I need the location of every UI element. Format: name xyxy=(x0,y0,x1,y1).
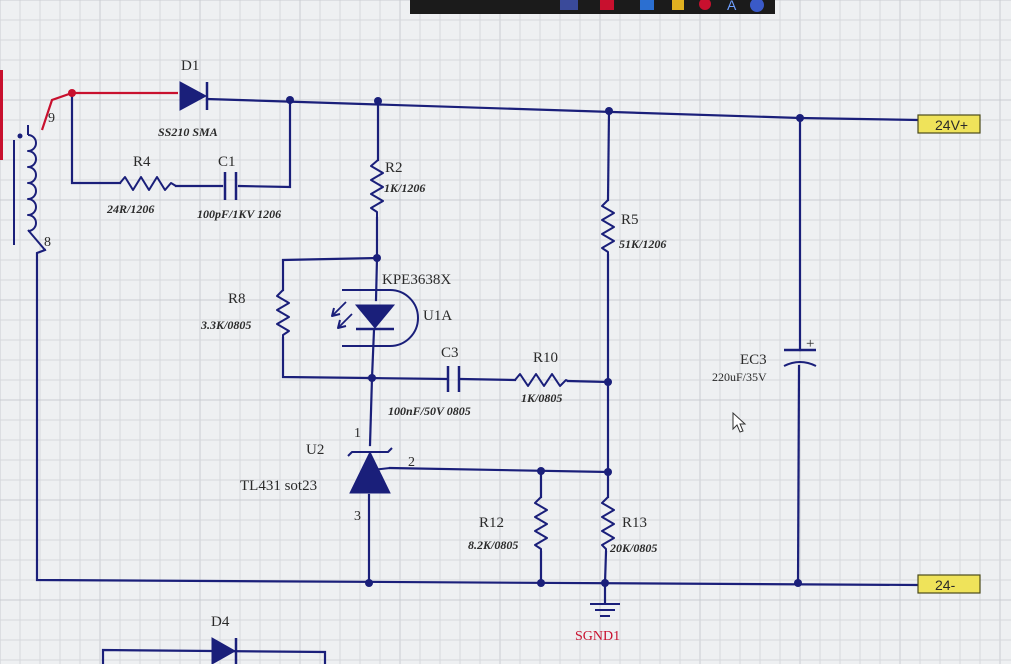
ec3-value: 220uF/35V xyxy=(712,370,767,384)
junction-dot xyxy=(537,467,545,475)
transformer-winding[interactable]: 9 8 xyxy=(13,111,55,251)
resistor-r5[interactable]: R5 51K/1206 xyxy=(601,199,666,255)
junction-dot xyxy=(365,579,373,587)
u2-ref: U2 xyxy=(306,442,324,458)
tool-icon[interactable] xyxy=(699,0,711,10)
junction-dot xyxy=(374,97,382,105)
r10-value: 1K/0805 xyxy=(521,391,562,405)
u2-pin-1: 1 xyxy=(354,426,361,441)
c1-value: 100pF/1KV 1206 xyxy=(197,207,281,221)
mouse-cursor-icon xyxy=(732,411,747,433)
junction-dot xyxy=(796,114,804,122)
r13-value: 20K/0805 xyxy=(609,541,657,555)
r8-ref: R8 xyxy=(228,291,246,307)
resistor-r10[interactable]: R10 1K/0805 xyxy=(514,350,569,405)
r2-value: 1K/1206 xyxy=(384,181,425,195)
resistor-r12[interactable]: R12 8.2K/0805 xyxy=(468,496,548,552)
shunt-regulator-u2[interactable]: 1 2 3 U2 TL431 sot23 xyxy=(240,426,415,524)
r12-ref: R12 xyxy=(479,515,504,531)
pin-8: 8 xyxy=(44,235,51,250)
r4-ref: R4 xyxy=(133,154,151,170)
junctions xyxy=(68,89,804,587)
u1a-part: KPE3638X xyxy=(382,272,451,288)
resistor-r13[interactable]: R13 20K/0805 xyxy=(601,496,657,555)
d4-ref: D4 xyxy=(211,614,230,630)
electrolytic-capacitor-ec3[interactable]: + EC3 220uF/35V xyxy=(712,336,817,384)
c1-ref: C1 xyxy=(218,154,236,170)
r13-ref: R13 xyxy=(622,515,647,531)
dot-marker xyxy=(17,133,23,139)
u2-part: TL431 sot23 xyxy=(240,478,317,494)
selection-edge xyxy=(0,70,3,160)
tool-icon[interactable] xyxy=(640,0,654,10)
text-tool-icon[interactable]: A xyxy=(727,0,737,13)
r12-value: 8.2K/0805 xyxy=(468,538,518,552)
resistor-r2[interactable]: R2 1K/1206 xyxy=(370,159,425,218)
r8-value: 3.3K/0805 xyxy=(200,318,251,332)
capacitor-c1[interactable]: C1 100pF/1KV 1206 xyxy=(197,154,281,221)
toolbar-strip[interactable]: A xyxy=(410,0,775,14)
c3-ref: C3 xyxy=(441,345,459,361)
junction-dot xyxy=(604,378,612,386)
port-24v-plus[interactable]: 24V+ xyxy=(917,114,981,134)
junction-dot xyxy=(368,374,376,382)
u2-pin-2: 2 xyxy=(408,455,415,470)
c3-value: 100nF/50V 0805 xyxy=(388,404,471,418)
port-24v-plus-label: 24V+ xyxy=(935,117,968,133)
d1-ref: D1 xyxy=(181,58,199,74)
diode-d1[interactable]: D1 SS210 SMA xyxy=(158,58,218,139)
u1a-ref: U1A xyxy=(423,308,452,324)
tool-icon[interactable] xyxy=(750,0,764,12)
capacitor-c3[interactable]: C3 100nF/50V 0805 xyxy=(388,345,471,418)
junction-dot xyxy=(286,96,294,104)
r10-ref: R10 xyxy=(533,350,558,366)
tool-icon[interactable] xyxy=(560,0,578,10)
junction-dot xyxy=(794,579,802,587)
diode-d4[interactable]: D4 xyxy=(211,614,238,664)
port-24-minus-label: 24- xyxy=(935,577,956,593)
junction-dot xyxy=(537,579,545,587)
junction-dot xyxy=(373,254,381,262)
ground-sgnd1[interactable]: SGND1 xyxy=(575,603,620,644)
resistor-r4[interactable]: R4 24R/1206 xyxy=(106,154,177,216)
u2-pin-3: 3 xyxy=(354,509,361,524)
ec3-polarity: + xyxy=(806,336,814,352)
junction-dot xyxy=(605,107,613,115)
junction-dot xyxy=(601,579,609,587)
tool-icon[interactable] xyxy=(672,0,684,10)
wires xyxy=(35,91,920,664)
r5-ref: R5 xyxy=(621,212,639,228)
port-24-minus[interactable]: 24- xyxy=(917,574,981,594)
ground-label: SGND1 xyxy=(575,629,620,644)
junction-dot xyxy=(604,468,612,476)
r2-ref: R2 xyxy=(385,160,403,176)
pin-9: 9 xyxy=(48,111,55,126)
resistor-r8[interactable]: R8 3.3K/0805 xyxy=(200,289,290,338)
r5-value: 51K/1206 xyxy=(619,237,666,251)
ec3-ref: EC3 xyxy=(740,352,767,368)
r4-value: 24R/1206 xyxy=(106,202,154,216)
d1-value: SS210 SMA xyxy=(158,125,218,139)
optocoupler-u1a[interactable]: KPE3638X U1A xyxy=(331,272,452,347)
junction-dot xyxy=(68,89,76,97)
tool-icon[interactable] xyxy=(600,0,614,10)
